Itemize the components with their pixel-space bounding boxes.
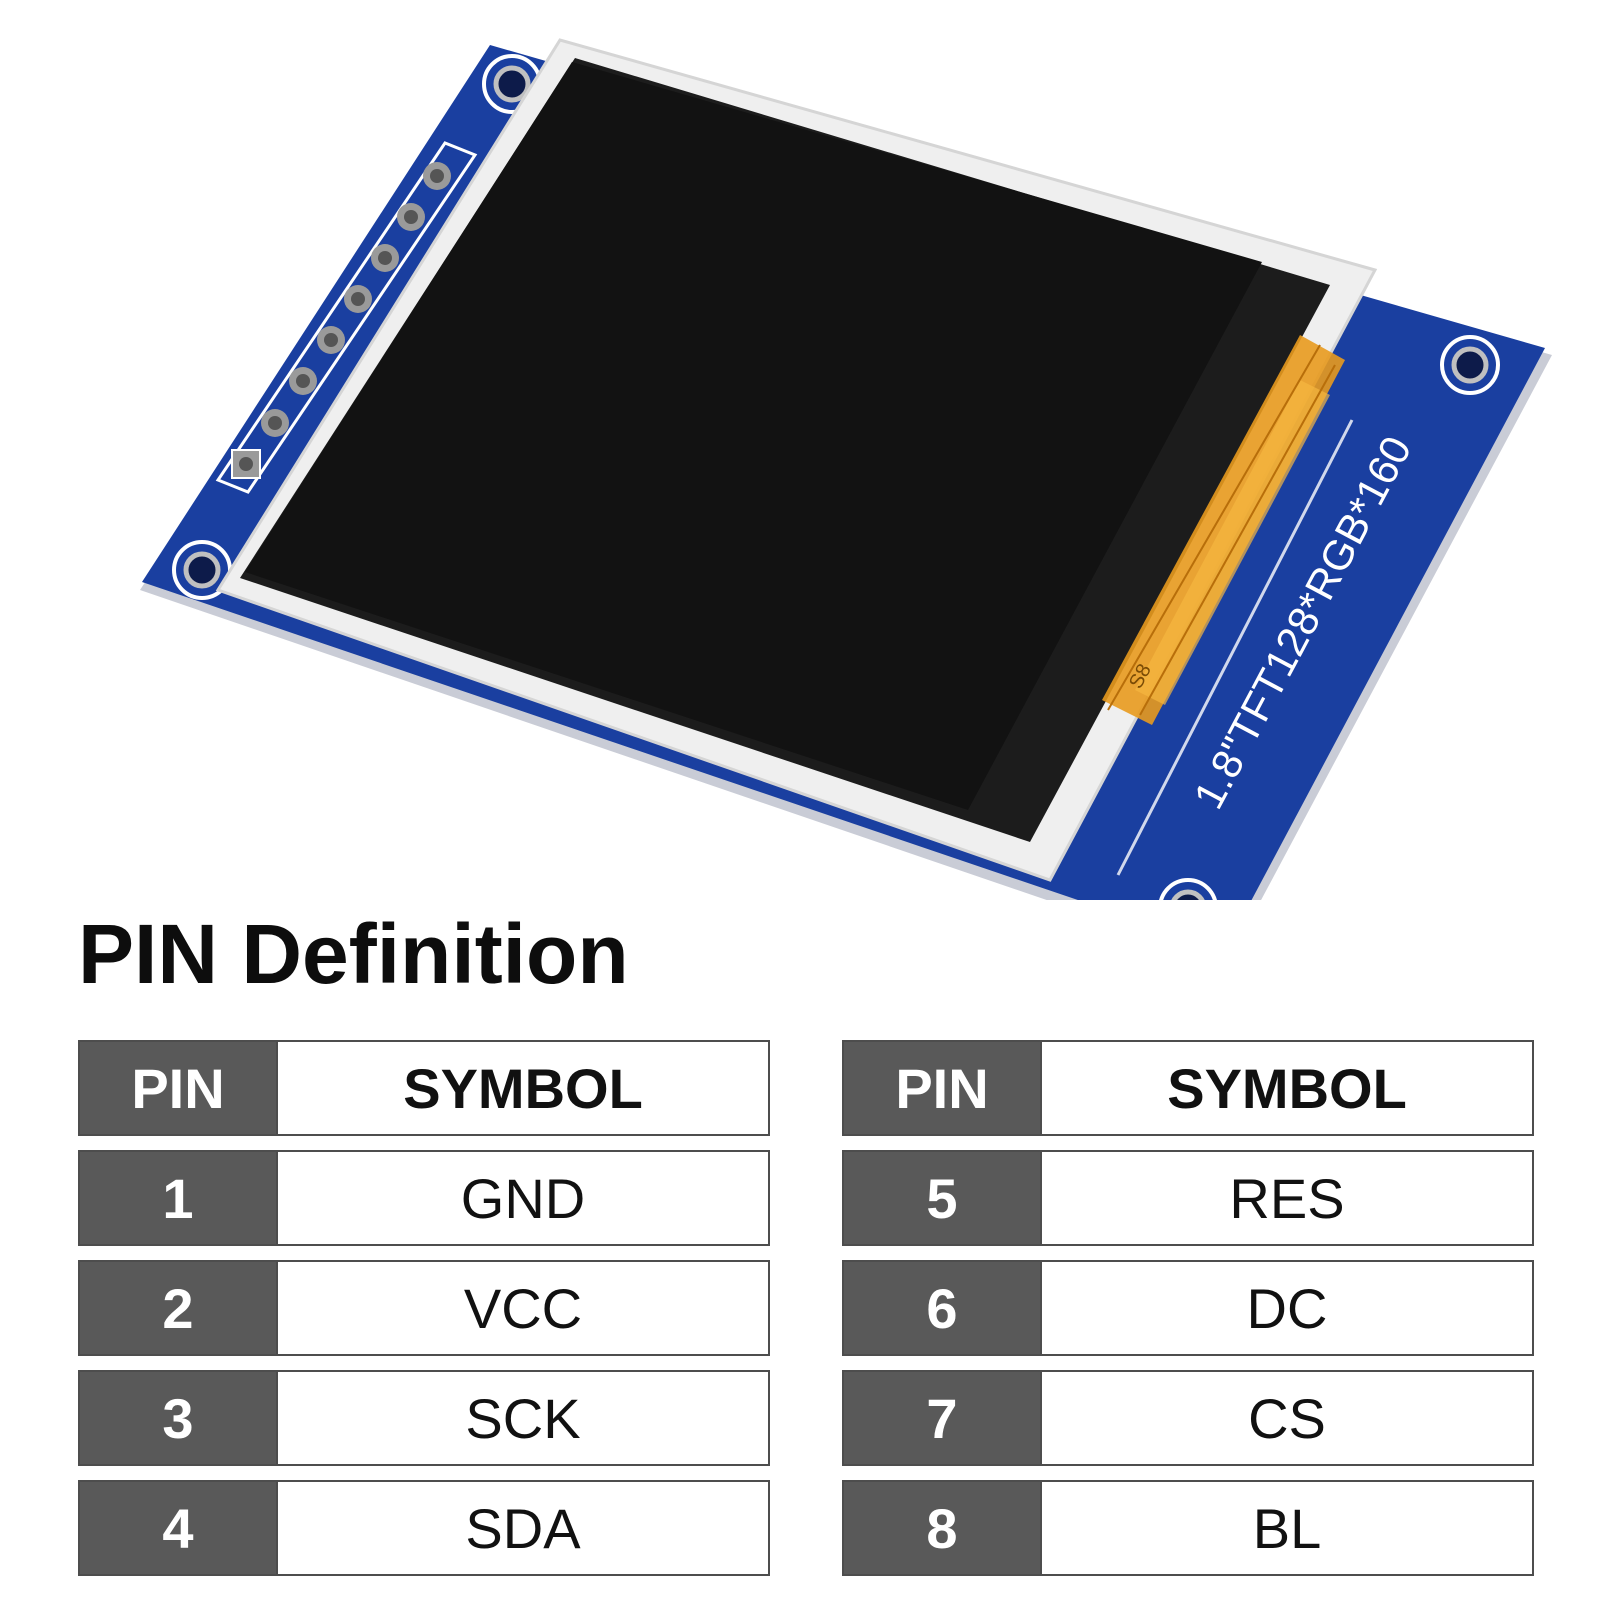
table-row: 8 BL — [842, 1480, 1534, 1576]
pin-number: 4 — [80, 1482, 278, 1574]
table-row: 5 RES — [842, 1150, 1534, 1246]
symbol-header: SYMBOL — [1167, 1056, 1407, 1120]
flex-cable — [1102, 335, 1345, 725]
table-row: 3 SCK — [78, 1370, 770, 1466]
pin-symbol: SCK — [465, 1386, 581, 1450]
pin-table-right: PIN SYMBOL 5 RES 6 DC 7 CS 8 BL — [842, 1040, 1534, 1590]
pin-header: PIN — [80, 1042, 278, 1134]
table-header-row: PIN SYMBOL — [842, 1040, 1534, 1136]
pin-symbol: GND — [460, 1166, 586, 1230]
table-header-row: PIN SYMBOL — [78, 1040, 770, 1136]
pin-number: 5 — [844, 1152, 1042, 1244]
pin-number: 7 — [844, 1372, 1042, 1464]
pcb-silk-line — [1116, 419, 1354, 876]
header-pins — [231, 162, 451, 479]
table-row: 1 GND — [78, 1150, 770, 1246]
header-outline — [215, 141, 478, 494]
pin-number: 8 — [844, 1482, 1042, 1574]
pin-number: 1 — [80, 1152, 278, 1244]
pin-header: PIN — [844, 1042, 1042, 1134]
pin-symbol: RES — [1229, 1166, 1345, 1230]
pin-number: 3 — [80, 1372, 278, 1464]
table-row: 4 SDA — [78, 1480, 770, 1576]
mounting-hole-icon — [1440, 335, 1500, 395]
mounting-hole-icon — [172, 540, 232, 600]
pin-symbol: DC — [1246, 1276, 1328, 1340]
table-row: 2 VCC — [78, 1260, 770, 1356]
table-row: 6 DC — [842, 1260, 1534, 1356]
table-row: 7 CS — [842, 1370, 1534, 1466]
mounting-hole-icon — [482, 54, 542, 114]
pin-symbol: CS — [1248, 1386, 1326, 1450]
pin-symbol: BL — [1252, 1496, 1322, 1560]
pin-symbol: SDA — [465, 1496, 581, 1560]
pin-definition-title: PIN Definition — [78, 907, 629, 1001]
pin-table-left: PIN SYMBOL 1 GND 2 VCC 3 SCK 4 SDA — [78, 1040, 770, 1590]
pin-number: 6 — [844, 1262, 1042, 1354]
pin-number: 2 — [80, 1262, 278, 1354]
pin-symbol: VCC — [463, 1276, 583, 1340]
tft-module-illustration: S8 1.8"TFT128*RGB*160 — [140, 38, 1552, 900]
screen — [245, 62, 1262, 810]
symbol-header: SYMBOL — [403, 1056, 643, 1120]
mounting-hole-icon — [1159, 878, 1217, 900]
